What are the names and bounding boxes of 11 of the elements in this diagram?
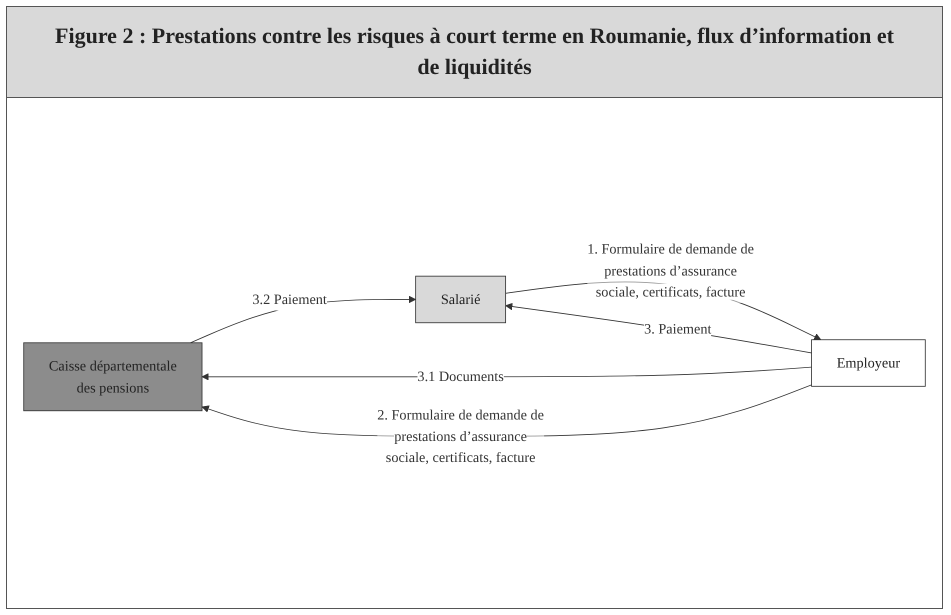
node-box: Caisse départementale des pensions xyxy=(23,342,202,412)
edge-label: 3. Paiement xyxy=(644,321,712,338)
edge-label: 1. Formulaire de demande de prestations d’assurance sociale, certificats, facture xyxy=(587,241,754,300)
arrow xyxy=(505,282,822,340)
edge-label: 3.1 Documents xyxy=(417,368,504,385)
figure-title: Figure 2 : Prestations contre les risques à court terme en Roumanie, flux d’information et de liquidités xyxy=(7,7,942,98)
edge-label: 3.2 Paiement xyxy=(252,291,327,308)
arrow xyxy=(505,302,812,354)
node-box: Salarié xyxy=(415,276,506,324)
node-box: Employeur xyxy=(811,339,926,387)
edge-label: 2. Formulaire de demande de prestations d’assurance sociale, certificats, facture xyxy=(377,406,544,466)
